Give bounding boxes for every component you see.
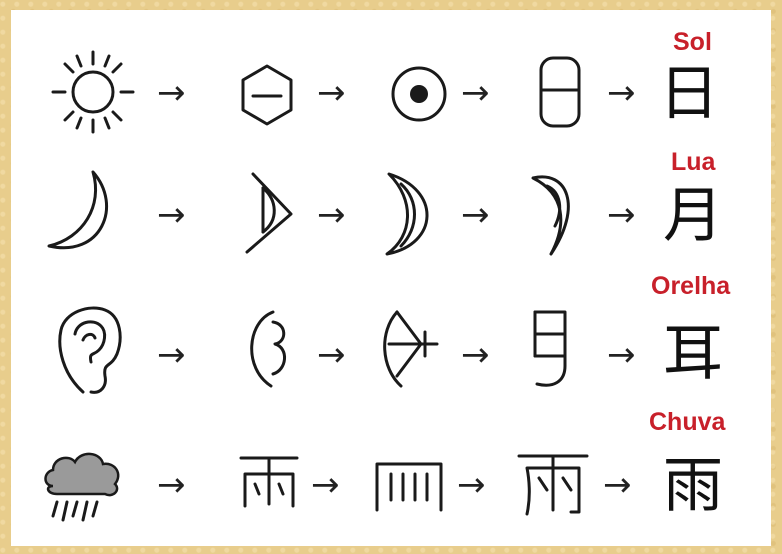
arrow-icon: →: [461, 198, 490, 232]
arrow-icon: →: [461, 338, 490, 372]
arrow-icon: →: [607, 76, 636, 110]
arrow-icon: →: [457, 468, 486, 502]
ear-seal-glyph-icon: [525, 306, 575, 392]
character-orelha: 耳: [663, 324, 723, 384]
hexagon-bar-glyph-icon: [237, 62, 297, 128]
rain-cloud-icon: [41, 446, 125, 526]
arrow-icon: →: [607, 338, 636, 372]
crescent-moon-icon: [41, 166, 121, 256]
arrow-icon: →: [603, 468, 632, 502]
ear-pictograph-icon: [53, 302, 129, 398]
arrow-icon: →: [311, 468, 340, 502]
arrow-icon: →: [157, 198, 186, 232]
arrow-icon: →: [157, 468, 186, 502]
arrow-icon: →: [157, 76, 186, 110]
sun-pictograph-icon: [49, 46, 139, 136]
character-lua: 月: [663, 186, 723, 246]
dot-circle-glyph-icon: [389, 64, 449, 124]
row-orelha: Orelha → → → → 耳: [11, 270, 771, 410]
curved-crescent-glyph-icon: [523, 170, 583, 256]
arrow-icon: →: [157, 338, 186, 372]
label-lua: Lua: [671, 148, 715, 177]
arrow-icon: →: [461, 76, 490, 110]
arrow-icon: →: [607, 198, 636, 232]
row-sol: Sol → → → →: [11, 10, 771, 140]
rain-seal-glyph-3-icon: [513, 450, 593, 516]
label-sol: Sol: [673, 28, 712, 57]
character-sol: 日: [659, 64, 719, 124]
character-chuva: 雨: [663, 456, 723, 516]
row-chuva: Chuva → → →: [11, 410, 771, 546]
arrow-icon: →: [317, 338, 346, 372]
arrow-moon-glyph-icon: [239, 170, 299, 256]
rounded-box-glyph-icon: [535, 54, 585, 130]
rain-seal-glyph-2-icon: [371, 454, 447, 514]
arrow-icon: →: [317, 76, 346, 110]
ear-outline-glyph-icon: [237, 308, 293, 390]
rain-seal-glyph-1-icon: [237, 452, 301, 512]
label-orelha: Orelha: [651, 272, 730, 301]
evolution-diagram: Sol → → → →: [11, 10, 771, 546]
arrow-icon: →: [317, 198, 346, 232]
thick-crescent-glyph-icon: [379, 170, 439, 256]
ear-cross-glyph-icon: [377, 306, 441, 392]
label-chuva: Chuva: [649, 408, 725, 437]
row-lua: Lua → → → → 月: [11, 140, 771, 270]
